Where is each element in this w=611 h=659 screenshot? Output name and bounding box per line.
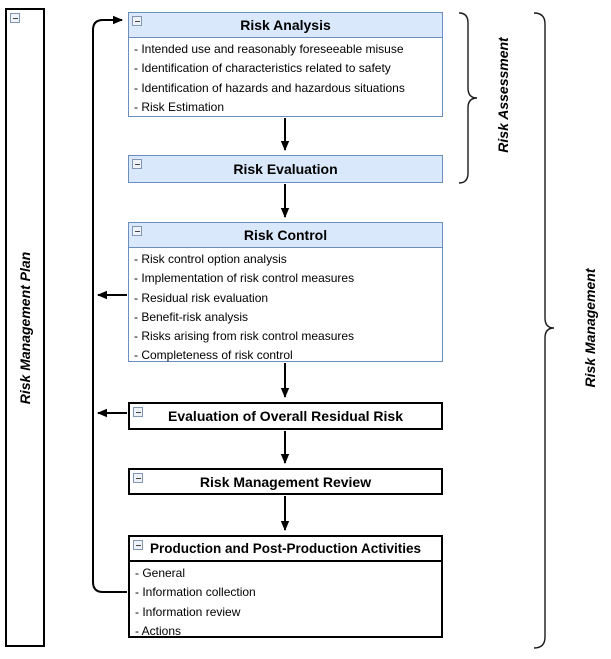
production-body: - General - Information collection - Inf…: [130, 562, 441, 641]
list-item: - Implementation of risk control measure…: [134, 271, 355, 286]
list-item: - Information review: [135, 604, 241, 619]
feedback-loop-arrow: [92, 15, 127, 593]
risk-control-header: Risk Control: [129, 223, 442, 248]
list-item: - Risk control option analysis: [134, 252, 287, 266]
list-item: - Actions: [135, 623, 182, 638]
risk-analysis-header: Risk Analysis: [129, 13, 442, 38]
collapse-icon[interactable]: [133, 540, 143, 550]
risk-assessment-label: Risk Assessment: [495, 37, 511, 153]
collapse-icon[interactable]: [133, 473, 143, 483]
risk-control-title: Risk Control: [243, 227, 328, 243]
list-item: - Intended use and reasonably foreseeabl…: [134, 42, 404, 56]
risk-management-plan-box: [5, 8, 45, 647]
risk-evaluation-title: Risk Evaluation: [233, 161, 338, 177]
collapse-icon[interactable]: [10, 13, 20, 23]
list-item: - General: [135, 566, 186, 580]
risk-evaluation-box: Risk Evaluation: [128, 155, 443, 183]
list-item: - Benefit-risk analysis: [134, 309, 249, 324]
risk-evaluation-header: Risk Evaluation: [129, 156, 442, 182]
overall-residual-risk-title: Evaluation of Overall Residual Risk: [168, 408, 403, 424]
production-post-production-box: Production and Post-Production Activitie…: [128, 535, 443, 638]
risk-management-plan-label: Risk Management Plan: [17, 251, 33, 405]
overall-residual-risk-header: Evaluation of Overall Residual Risk: [130, 404, 441, 428]
risk-analysis-box: Risk Analysis - Intended use and reasona…: [128, 12, 443, 117]
collapse-icon[interactable]: [132, 16, 142, 26]
risk-control-box: Risk Control - Risk control option analy…: [128, 222, 443, 362]
risk-management-review-box: Risk Management Review: [128, 468, 443, 495]
risk-management-label: Risk Management: [582, 268, 598, 388]
list-item: - Completeness of risk control: [134, 348, 293, 363]
list-item: - Identification of hazards and hazardou…: [134, 80, 405, 95]
risk-analysis-title: Risk Analysis: [240, 17, 331, 33]
list-item: - Identification of characteristics rela…: [134, 61, 391, 76]
overall-residual-risk-box: Evaluation of Overall Residual Risk: [128, 402, 443, 430]
risk-management-review-header: Risk Management Review: [130, 470, 441, 493]
collapse-icon[interactable]: [133, 407, 143, 417]
list-item: - Information collection: [135, 585, 256, 600]
risk-control-body: - Risk control option analysis - Impleme…: [129, 248, 442, 366]
list-item: - Risks arising from risk control measur…: [134, 329, 355, 344]
collapse-icon[interactable]: [132, 159, 142, 169]
risk-analysis-body: - Intended use and reasonably foreseeabl…: [129, 38, 442, 117]
brace-risk-management: [533, 12, 555, 649]
brace-risk-assessment: [458, 12, 478, 184]
production-header: Production and Post-Production Activitie…: [130, 537, 441, 562]
collapse-icon[interactable]: [132, 226, 142, 236]
list-item: - Risk Estimation: [134, 99, 225, 114]
production-title: Production and Post-Production Activitie…: [149, 540, 421, 556]
list-item: - Residual risk evaluation: [134, 290, 269, 305]
risk-management-review-title: Risk Management Review: [199, 473, 372, 490]
